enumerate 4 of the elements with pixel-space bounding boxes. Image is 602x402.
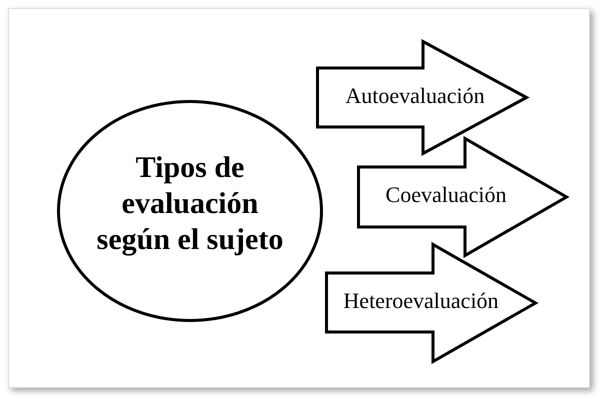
node-title: Tipos de evaluación según el sujeto	[96, 150, 284, 258]
arrow-label: Autoevaluación	[344, 83, 486, 110]
arrow-label: Coevaluación	[384, 182, 508, 208]
arrow-label: Heteroevaluación	[342, 288, 500, 314]
